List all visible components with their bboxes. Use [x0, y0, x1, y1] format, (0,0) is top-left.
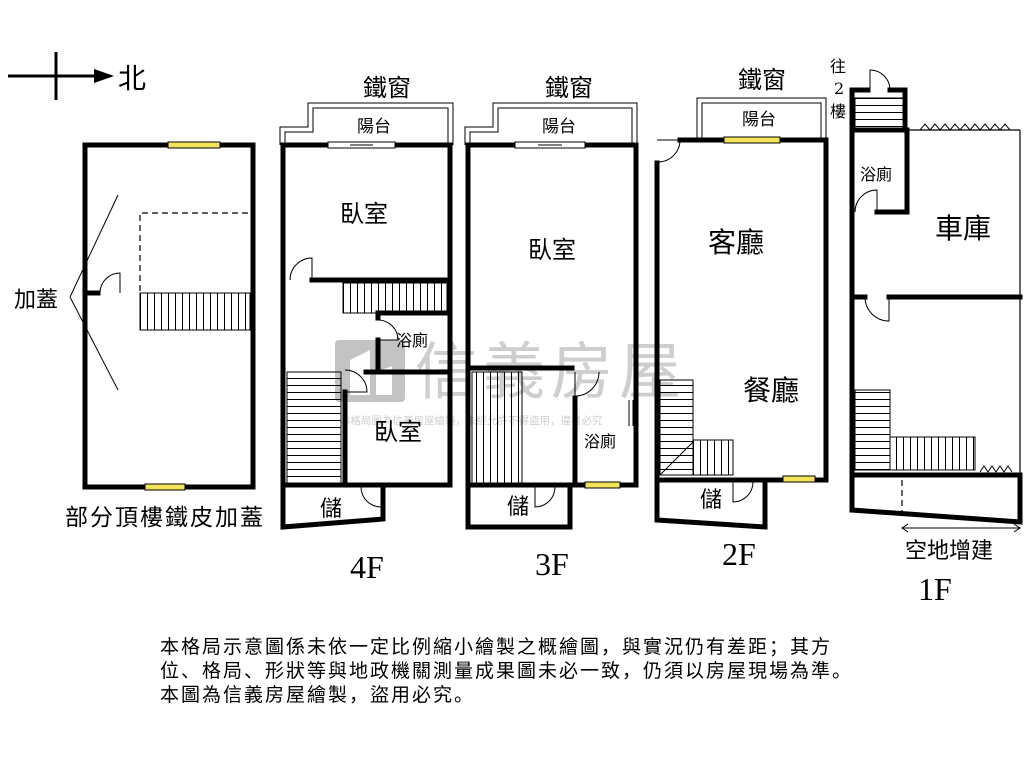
door-swing-icon [854, 189, 878, 213]
room-label-storage: 儲 [507, 495, 529, 520]
roller-door-icon [919, 123, 1011, 131]
stairs [471, 371, 523, 485]
door-swing-icon [377, 319, 399, 341]
to-2f-label: 往 [830, 57, 846, 76]
stairs [889, 436, 976, 471]
floor-3f: 鐵窗 陽台 臥室 浴廁 儲 3F [464, 74, 639, 582]
addon-leader-line [69, 296, 119, 391]
roller-door-icon [979, 465, 1013, 473]
to-2f-label: 樓 [830, 102, 846, 121]
window-south [144, 483, 186, 491]
room-label-bedroom: 臥室 [528, 236, 576, 264]
disclaimer-line: 位、格局、形狀等與地政機關測量成果圖未必一致，仍須以房屋現場為準。 [160, 660, 853, 682]
floor-label: 1F [918, 571, 952, 607]
room-label-dining-room: 餐廳 [743, 374, 799, 407]
balcony-outline-inner [469, 107, 633, 145]
balcony-label: 陽台 [742, 110, 776, 130]
room-label-storage: 儲 [320, 497, 342, 522]
door-swing-icon [360, 486, 382, 508]
window-north [167, 141, 221, 149]
balcony-outline [696, 97, 827, 140]
room-label-bedroom: 臥室 [340, 200, 388, 228]
north-label: 北 [118, 62, 146, 95]
stairs [692, 439, 734, 476]
door-swing-icon [534, 486, 556, 508]
balcony-label: 陽台 [357, 117, 391, 137]
balcony-outline-inner [701, 102, 822, 140]
storage-wall [280, 482, 386, 530]
stairs-break-line [659, 441, 694, 476]
storage-wall [654, 477, 768, 530]
dimension-arrow-icon [901, 523, 909, 533]
room-label-bedroom: 臥室 [374, 418, 422, 446]
watermark-brand: 信義房屋 [415, 335, 687, 408]
window-south [584, 481, 621, 489]
arrow-head-icon [94, 69, 114, 83]
room-label-garage: 車庫 [935, 212, 991, 245]
door-swing-icon [289, 257, 313, 281]
disclaimer-line: 本格局示意圖係未依一定比例縮小繪製之概繪圖，與實況仍有差距；其方 [160, 636, 832, 658]
window-north [723, 136, 781, 144]
window-south [782, 475, 816, 483]
floor-label: 3F [535, 546, 569, 582]
extension-label: 空地增建 [905, 539, 993, 564]
addon-dashed-outline [139, 212, 248, 293]
north-arrow: 北 [8, 52, 146, 100]
stairs [854, 389, 891, 471]
balcony-outline-inner [284, 107, 449, 145]
room-label-bathroom: 浴廁 [584, 432, 616, 451]
stair-enclosure-wall [887, 87, 908, 133]
floor-2f: 鐵窗 陽台 客廳 餐廳 儲 2F [654, 66, 829, 572]
stairs [659, 379, 694, 476]
balcony-label: 陽台 [542, 117, 576, 137]
stairs [854, 97, 904, 129]
balcony-outline [279, 102, 454, 145]
watermark-notice: 本格局圖為信義房屋繪製，未經允許不得盜用，違者必究 [340, 414, 603, 427]
floor-label: 2F [722, 536, 756, 572]
floor-4f: 鐵窗 陽台 臥室 浴廁 臥室 儲 4F [279, 74, 454, 585]
stairs [286, 371, 342, 485]
stair-enclosure-wall [849, 87, 871, 133]
room-label-bathroom: 浴廁 [396, 331, 428, 350]
room-label-storage: 儲 [700, 488, 722, 513]
addon-leader-line [69, 194, 119, 298]
stairs [139, 292, 251, 331]
floor-label: 4F [350, 549, 384, 585]
door-swing-icon [99, 272, 121, 294]
dimension-arrow-icon [1013, 523, 1021, 533]
stairs [342, 282, 448, 314]
room-label-bathroom: 浴廁 [860, 165, 892, 184]
roof-plan: 加蓋 部分頂樓鐵皮加蓋 [14, 141, 265, 531]
extension-wall [849, 472, 1023, 525]
iron-window-label: 鐵窗 [363, 74, 411, 102]
door-swing-icon [864, 296, 890, 322]
door-swing-icon [732, 481, 754, 503]
iron-window-label: 鐵窗 [545, 74, 593, 102]
addon-label: 加蓋 [14, 288, 58, 313]
disclaimer-line: 本圖為信義房屋繪製，盜用必究。 [160, 684, 475, 706]
door-swing-icon [869, 69, 891, 91]
roof-caption: 部分頂樓鐵皮加蓋 [65, 505, 265, 531]
disclaimer: 本格局示意圖係未依一定比例縮小繪製之概繪圖，與實況仍有差距；其方 位、格局、形狀… [160, 636, 853, 706]
building-icon [350, 350, 392, 395]
storage-wall [465, 482, 573, 530]
door-swing-icon [657, 139, 681, 163]
floor-1f: 往 2 樓 浴廁 車庫 空地增建 1F [830, 57, 1023, 607]
room-label-living-room: 客廳 [708, 226, 764, 259]
to-2f-label: 2 [834, 79, 844, 98]
bathroom-wall [874, 127, 910, 215]
balcony-outline [464, 102, 638, 145]
door-swing-icon [344, 369, 368, 393]
iron-window-label: 鐵窗 [738, 66, 786, 94]
